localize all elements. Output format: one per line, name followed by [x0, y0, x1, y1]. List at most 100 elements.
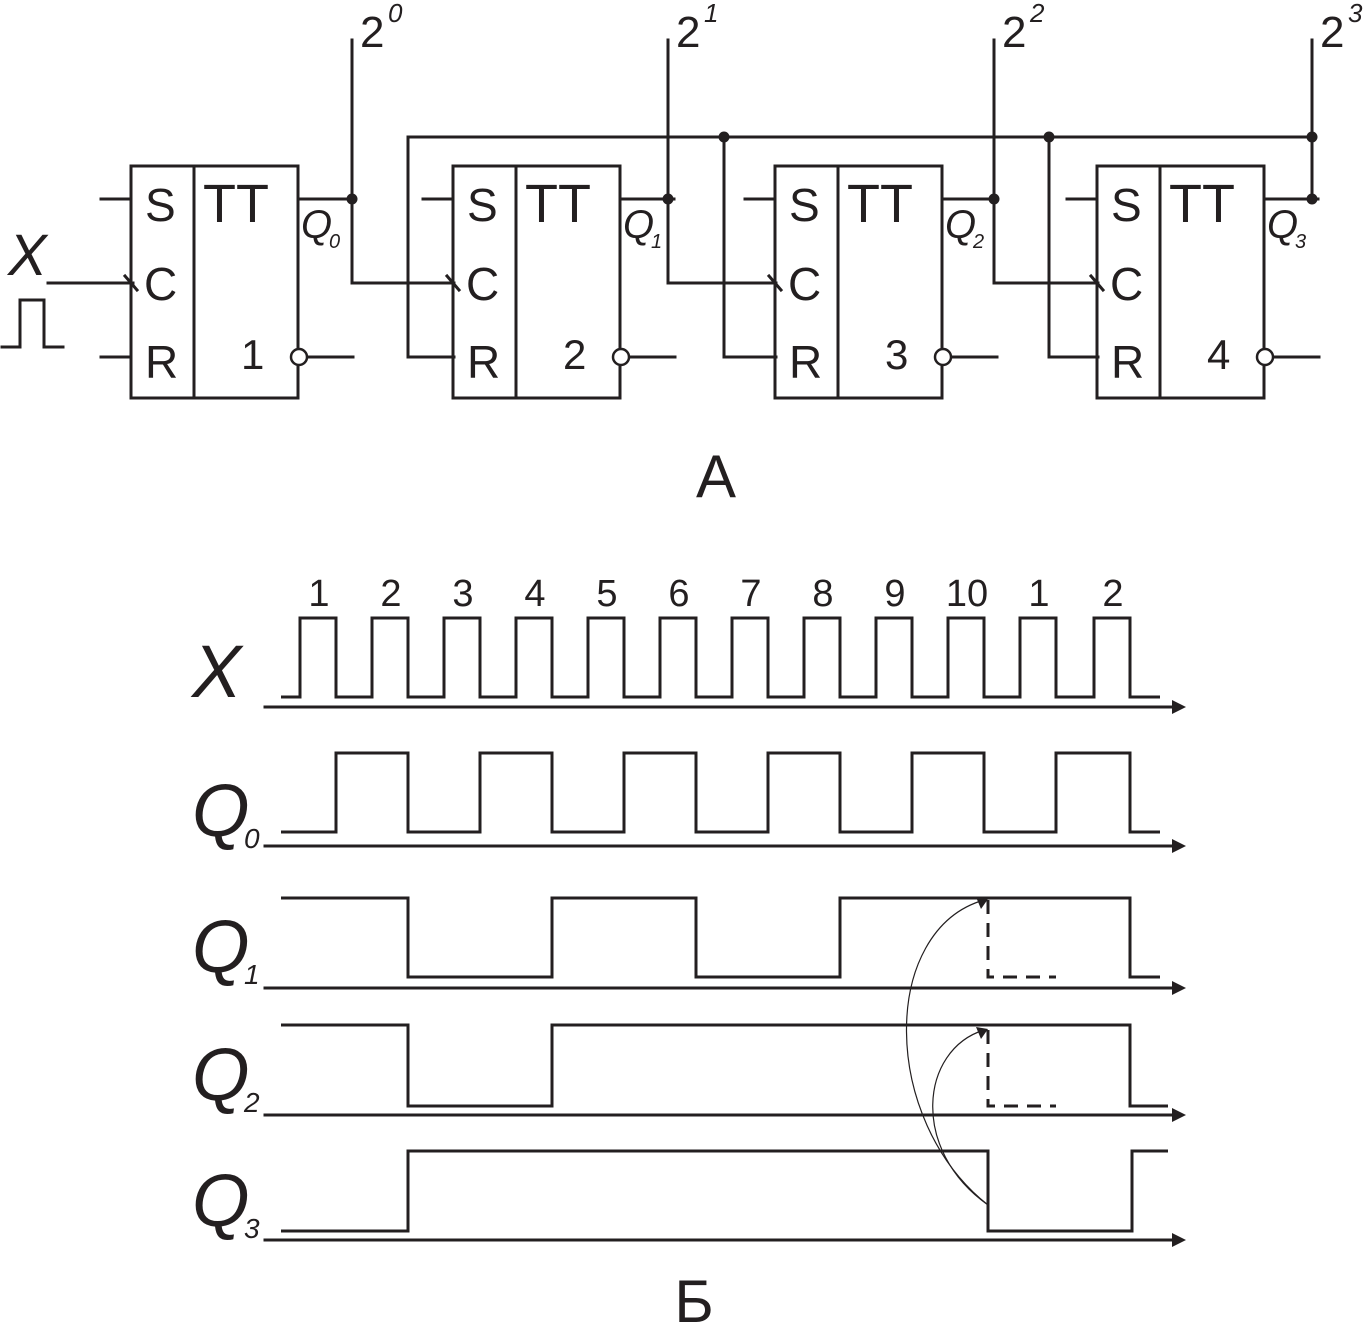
caption-b: Б: [674, 1268, 713, 1332]
pulse-number: 1: [308, 573, 329, 615]
junction-dot: [1306, 193, 1318, 205]
axis-arrow-icon: [1172, 700, 1186, 714]
trigger-type-label: TT: [203, 174, 269, 234]
pulse-number: 7: [740, 573, 761, 615]
junction-dot: [1306, 131, 1318, 143]
reset-bus-drop-3: [722, 135, 778, 359]
wave-q3: [281, 1149, 1168, 1233]
q-output-index: 2: [972, 231, 984, 253]
reset-bus-wire: [406, 135, 1314, 359]
link-q2-c4: [992, 197, 1100, 285]
axis-arrow-icon: [1172, 1108, 1186, 1122]
signal-subscript: 0: [244, 823, 260, 854]
trigger-number: 4: [1207, 331, 1230, 378]
pin-s-label: S: [467, 179, 498, 231]
pin-r-label: R: [789, 336, 822, 388]
pin-s-label: S: [789, 179, 820, 231]
weight-exponent: 0: [388, 0, 403, 28]
q-output-label: Q: [1267, 203, 1298, 247]
trigger-4: SCR TT 4 Q3: [1065, 164, 1321, 400]
weight-exponent: 2: [1029, 0, 1045, 28]
signal-label: X: [190, 630, 244, 713]
signal-label: Q: [192, 1159, 250, 1242]
input-pulse-icon: [0, 298, 65, 349]
arrow-q3-to-q2: [932, 1029, 989, 1206]
axis-arrow-icon: [1172, 1233, 1186, 1247]
q-output-label: Q: [301, 203, 332, 247]
clock-links: [350, 197, 1100, 285]
trigger-type-label: TT: [1169, 174, 1235, 234]
wave-q0: [281, 751, 1160, 834]
trigger-number: 2: [563, 331, 586, 378]
q-output-label: Q: [623, 203, 654, 247]
junction-dot: [1043, 131, 1055, 143]
signal-subscript: 2: [243, 1087, 260, 1118]
pulse-number: 2: [380, 573, 401, 615]
weight-base: 2: [360, 8, 384, 57]
trigger-type-label: TT: [525, 174, 591, 234]
pulse-number: 4: [524, 573, 545, 615]
pulse-number: 3: [452, 573, 473, 615]
q-output-index: 0: [329, 231, 340, 253]
waveforms: [281, 616, 1168, 1233]
q2-dashed-reset: [986, 1030, 1056, 1108]
q-output-index: 3: [1295, 231, 1306, 253]
pulse-number: 8: [812, 573, 833, 615]
caption-a: А: [696, 443, 736, 510]
arrow-head-icon: [976, 897, 988, 909]
q-output-index: 1: [651, 231, 662, 253]
reset-annotation: [906, 897, 1056, 1206]
input-x-label: X: [6, 223, 49, 288]
junction-dot: [718, 131, 730, 143]
pin-c-label: C: [1110, 258, 1143, 310]
wave-q1: [281, 896, 1160, 979]
weight-exponent: 3: [1348, 0, 1363, 28]
time-axes: [263, 700, 1186, 1247]
wave-x: [281, 616, 1160, 699]
wave-q2: [281, 1023, 1168, 1108]
q3-feedback-wire: [1262, 135, 1314, 201]
link-q1-c3: [666, 197, 778, 285]
pulse-number: 6: [668, 573, 689, 615]
trigger-type-label: TT: [847, 174, 913, 234]
trigger-number: 1: [241, 331, 264, 378]
signal-subscript: 1: [244, 959, 260, 990]
axis-arrow-icon: [1172, 839, 1186, 853]
pin-c-label: C: [788, 258, 821, 310]
pin-s-label: S: [1111, 179, 1142, 231]
signal-label: Q: [192, 769, 250, 852]
signal-subscript: 3: [244, 1213, 260, 1244]
pin-r-label: R: [467, 336, 500, 388]
inversion-bubble-icon: [611, 347, 631, 367]
axis-arrow-icon: [1172, 981, 1186, 995]
weight-base: 2: [1002, 8, 1026, 57]
pulse-number: 9: [884, 573, 905, 615]
weight-exponent: 1: [704, 0, 718, 28]
reset-bus-drop-4: [1047, 135, 1100, 359]
inversion-bubble-icon: [289, 347, 309, 367]
signal-label: Q: [192, 905, 250, 988]
pulse-number: 5: [596, 573, 617, 615]
trigger-number: 3: [885, 331, 908, 378]
weight-base: 2: [1320, 8, 1344, 57]
dynamic-input-icon: [122, 273, 140, 293]
pulse-number: 1: [1028, 573, 1049, 615]
pin-s-label: S: [145, 179, 176, 231]
link-q0-c2: [350, 197, 456, 285]
pin-r-label: R: [1111, 336, 1144, 388]
signal-label: Q: [192, 1033, 250, 1116]
arrow-head-icon: [976, 1027, 988, 1039]
pulse-number: 10: [946, 573, 988, 615]
arrow-q3-to-q1: [906, 899, 989, 1206]
